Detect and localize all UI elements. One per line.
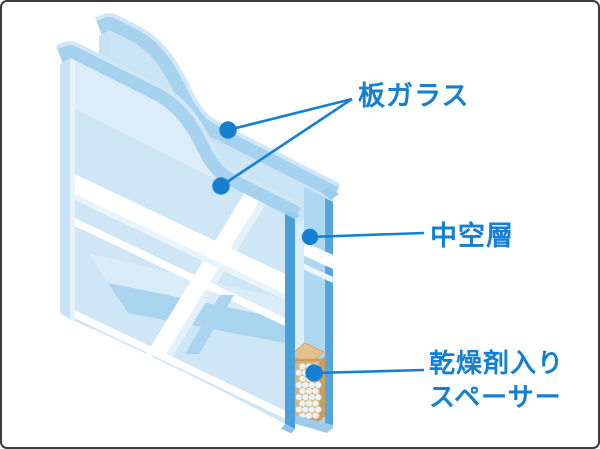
desiccant-bead (305, 400, 312, 407)
label-spacer-line1: 乾燥剤入り (429, 349, 565, 379)
desiccant-bead (299, 388, 306, 395)
desiccant-bead (312, 388, 319, 395)
steep-reflection-soft (165, 192, 273, 356)
front-glass-pane (53, 41, 303, 434)
air-layer-callout-line (309, 231, 425, 239)
desiccant-bead (299, 363, 306, 370)
callouts (212, 97, 425, 382)
steep-reflection (145, 192, 265, 356)
desiccant-bead (295, 369, 302, 376)
reflection-stripe-1 (70, 168, 285, 294)
desiccant-bead (295, 406, 302, 413)
desiccant-bead (299, 400, 306, 407)
desiccant-bead (295, 381, 302, 389)
label-air-layer: 中空層 (430, 221, 514, 252)
desiccant-bead (302, 381, 309, 389)
desiccant-bead (308, 394, 315, 401)
desiccant-bead (315, 381, 322, 389)
front-pane-bottom-bevel (281, 424, 295, 434)
desiccant-bead (302, 394, 309, 401)
spacer (289, 342, 325, 424)
desiccant-bead (315, 394, 322, 401)
callout-dot-back-pane (219, 121, 237, 139)
callout-dot-spacer (305, 364, 323, 382)
desiccant-bead (312, 400, 319, 407)
steep-blue-accent (185, 295, 234, 354)
back-pane-right-top-cap (320, 187, 339, 200)
spacer-callout-line (313, 368, 425, 375)
plate-glass-callout-line-1 (227, 97, 353, 132)
desiccant-bead (312, 412, 319, 419)
callout-lines (220, 97, 425, 375)
callout-dot-air-layer (301, 228, 319, 246)
desiccant-bead (308, 381, 315, 389)
desiccant-bead (295, 394, 302, 401)
desiccant-bead (308, 406, 315, 413)
air-gap-strip (295, 221, 304, 355)
label-spacer: 乾燥剤入り スペーサー (429, 347, 564, 415)
desiccant-bead (305, 388, 312, 395)
front-pane-left-edge (60, 58, 70, 319)
desiccant-bead (302, 406, 309, 413)
reflection-stripe-1-soft (70, 188, 285, 300)
plate-glass-callout-line-2 (220, 97, 353, 188)
back-pane-bottom-bevel (286, 414, 333, 433)
label-plate-glass: 板ガラス (358, 81, 470, 112)
front-pane-left-inner-highlight (70, 58, 75, 321)
reflection-stripe-3 (70, 304, 285, 422)
callout-dot-front-pane (212, 177, 230, 195)
front-pane-right-edge-dark (285, 214, 295, 429)
back-pane-right-edge-dark (325, 198, 333, 426)
back-pane-reflections (296, 238, 333, 283)
label-spacer-line2: スペーサー (429, 383, 562, 413)
desiccant-bead (299, 375, 306, 382)
desiccant-bead (315, 406, 322, 413)
desiccant-bead (305, 412, 312, 419)
callout-dots (212, 121, 323, 382)
front-pane-right-top-cap (285, 210, 300, 219)
